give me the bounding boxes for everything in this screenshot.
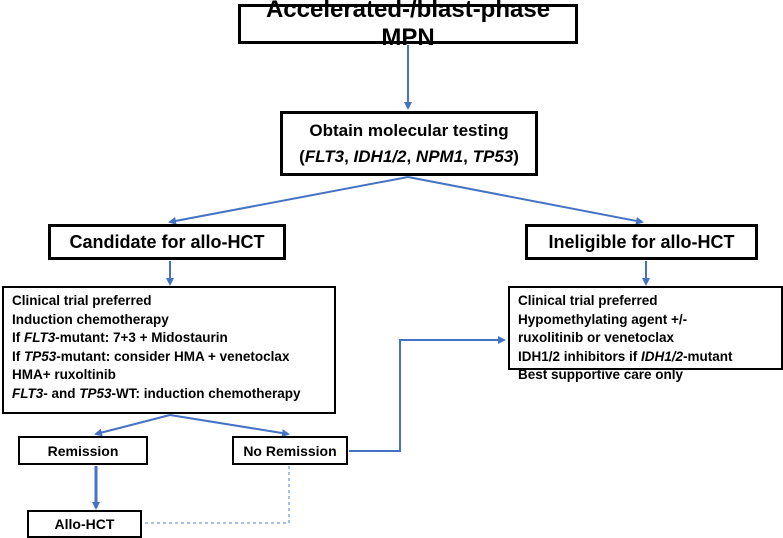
no-remission-box: No Remission: [232, 436, 348, 465]
option-line: FLT3- and TP53-WT: induction chemotherap…: [12, 385, 301, 401]
candidate-options-box: Clinical trial preferred Induction chemo…: [2, 286, 336, 414]
candidate-label: Candidate for allo-HCT: [69, 231, 265, 252]
candidate-box: Candidate for allo-HCT: [48, 224, 286, 260]
gene-idh: IDH1/2: [353, 146, 407, 166]
gene-flt3: FLT3: [304, 146, 345, 166]
option-line: Induction chemotherapy: [12, 311, 169, 327]
no-remission-label: No Remission: [243, 442, 337, 459]
arrow-testing-to-ineligible: [407, 176, 644, 225]
arrow-options-to-remission: [94, 414, 171, 437]
option-line: HMA+ ruxoltinib: [12, 367, 116, 383]
allo-hct-box: Allo-HCT: [27, 510, 142, 538]
remission-label: Remission: [47, 442, 119, 459]
molecular-testing-label: Obtain molecular testing: [309, 120, 509, 140]
title-text: Accelerated-/blast-phase MPN: [265, 0, 551, 51]
ineligible-label: Ineligible for allo-HCT: [548, 231, 735, 252]
option-line: If TP53-mutant: consider HMA + venetocla…: [12, 348, 290, 364]
arrow-options-to-no-remission: [169, 414, 290, 437]
option-line: IDH1/2 inhibitors if IDH1/2-mutant: [518, 348, 733, 364]
option-line: Clinical trial preferred: [518, 293, 658, 308]
option-line: Best supportive care only: [518, 367, 684, 383]
option-line: Clinical trial preferred: [12, 293, 152, 308]
title-box: Accelerated-/blast-phase MPN: [238, 0, 578, 51]
dashed-link-no-remission-to-allo-hct: [143, 466, 290, 524]
ineligible-box: Ineligible for allo-HCT: [525, 224, 758, 260]
option-line: If FLT3-mutant: 7+3 + Midostaurin: [12, 330, 228, 346]
remission-box: Remission: [18, 436, 148, 465]
arrow-testing-to-candidate: [168, 176, 409, 225]
molecular-testing-box: Obtain molecular testing (FLT3, IDH1/2, …: [280, 111, 538, 176]
arrow-no-remission-to-ineligible-options: [349, 336, 506, 452]
ineligible-options-box: Clinical trial preferred Hypomethylating…: [508, 286, 783, 382]
allo-hct-label: Allo-HCT: [54, 516, 115, 532]
gene-tp53: TP53: [472, 146, 514, 166]
gene-list: (FLT3, IDH1/2, NPM1, TP53): [299, 146, 519, 166]
option-line: Hypomethylating agent +/-: [518, 311, 688, 327]
gene-npm1: NPM1: [415, 146, 464, 166]
option-line: ruxolitinib or venetoclax: [518, 330, 675, 346]
